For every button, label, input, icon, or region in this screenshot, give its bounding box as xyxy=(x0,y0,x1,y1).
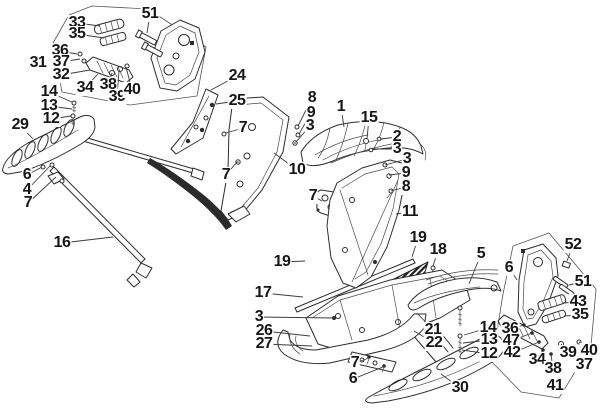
callout-34[interactable]: 34 xyxy=(75,79,95,96)
callout-51[interactable]: 51 xyxy=(140,5,160,22)
part-24-inner-panel xyxy=(170,88,219,155)
part-30-footboard xyxy=(365,334,505,404)
callout-11[interactable]: 11 xyxy=(401,203,419,220)
inset-left-boundary xyxy=(52,5,207,106)
callout-7[interactable]: 7 xyxy=(220,166,232,183)
callout-29[interactable]: 29 xyxy=(10,116,30,133)
part-5-side-blade xyxy=(407,269,502,311)
callout-7[interactable]: 7 xyxy=(307,187,319,204)
callout-34[interactable]: 34 xyxy=(527,351,547,368)
callout-37[interactable]: 37 xyxy=(574,356,594,373)
callout-27[interactable]: 27 xyxy=(254,335,274,352)
callout-16[interactable]: 16 xyxy=(52,234,72,251)
callout-25[interactable]: 25 xyxy=(227,92,247,109)
callout-6[interactable]: 6 xyxy=(347,370,359,387)
callout-4[interactable]: 4 xyxy=(21,181,33,198)
callout-3[interactable]: 3 xyxy=(391,140,403,157)
callout-3[interactable]: 3 xyxy=(401,150,413,167)
pillar-trim-blade xyxy=(147,158,232,230)
callout-38[interactable]: 38 xyxy=(543,360,563,377)
callout-39[interactable]: 39 xyxy=(107,88,127,105)
inset-left-footrest-detail xyxy=(77,18,206,92)
screws-14-13-12-right xyxy=(457,305,463,354)
callout-7[interactable]: 7 xyxy=(22,194,34,211)
callout-9[interactable]: 9 xyxy=(305,104,317,121)
callout-7[interactable]: 7 xyxy=(349,354,361,371)
callout-10[interactable]: 10 xyxy=(287,161,307,178)
callout-42[interactable]: 42 xyxy=(502,344,522,361)
callout-19[interactable]: 19 xyxy=(272,253,292,270)
callout-37[interactable]: 37 xyxy=(51,53,71,70)
callout-7[interactable]: 7 xyxy=(237,119,249,136)
callout-12[interactable]: 12 xyxy=(479,345,499,362)
callout-14[interactable]: 14 xyxy=(39,83,59,100)
callout-2[interactable]: 2 xyxy=(391,128,403,145)
callout-35[interactable]: 35 xyxy=(570,306,590,323)
callout-22[interactable]: 22 xyxy=(424,334,444,351)
callout-30[interactable]: 30 xyxy=(450,379,470,396)
callout-13[interactable]: 13 xyxy=(479,331,499,348)
callout-12[interactable]: 12 xyxy=(41,110,61,127)
callout-1[interactable]: 1 xyxy=(335,98,347,115)
callout-51[interactable]: 51 xyxy=(573,273,593,290)
callout-39[interactable]: 39 xyxy=(558,344,578,361)
part-11-center-panel xyxy=(326,159,407,289)
callout-15[interactable]: 15 xyxy=(359,109,379,126)
callout-13[interactable]: 13 xyxy=(39,97,59,114)
callout-19[interactable]: 19 xyxy=(408,229,428,246)
callout-32[interactable]: 32 xyxy=(51,66,71,83)
callout-21[interactable]: 21 xyxy=(423,321,443,338)
callout-6[interactable]: 6 xyxy=(503,259,515,276)
callout-31[interactable]: 31 xyxy=(28,54,48,71)
callout-5[interactable]: 5 xyxy=(475,245,487,262)
callout-8[interactable]: 8 xyxy=(306,89,318,106)
callout-40[interactable]: 40 xyxy=(579,342,599,359)
callout-26[interactable]: 26 xyxy=(254,322,274,339)
callout-9[interactable]: 9 xyxy=(400,164,412,181)
callout-24[interactable]: 24 xyxy=(227,67,247,84)
callout-6[interactable]: 6 xyxy=(21,166,33,183)
callout-52[interactable]: 52 xyxy=(563,236,583,253)
inset-right-footrest-detail xyxy=(497,243,582,356)
callout-17[interactable]: 17 xyxy=(253,284,273,301)
callout-35[interactable]: 35 xyxy=(67,25,87,42)
callout-8[interactable]: 8 xyxy=(400,178,412,195)
callout-40[interactable]: 40 xyxy=(122,81,142,98)
callout-3[interactable]: 3 xyxy=(304,117,316,134)
callout-43[interactable]: 43 xyxy=(568,293,588,310)
part-29-vent-panel xyxy=(2,114,96,185)
callout-3[interactable]: 3 xyxy=(253,308,265,325)
callout-41[interactable]: 41 xyxy=(545,377,565,394)
callout-18[interactable]: 18 xyxy=(428,241,448,258)
